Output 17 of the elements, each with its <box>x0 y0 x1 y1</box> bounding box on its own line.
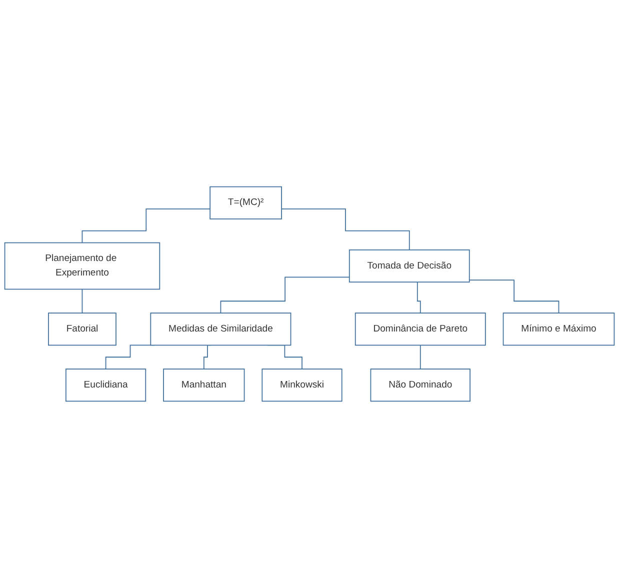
node-box: Tomada de Decisão <box>348 248 470 282</box>
node-box: Dominância de Pareto <box>354 312 486 346</box>
connector <box>82 288 83 313</box>
node-box: Manhattan <box>163 368 245 402</box>
connector <box>281 208 410 250</box>
node-box: Euclidiana <box>65 368 146 402</box>
node-box: Fatorial <box>48 312 116 346</box>
node-box: Medidas de Similaridade <box>150 312 292 346</box>
node-box: Mínimo e Máximo <box>502 312 615 346</box>
connector <box>420 344 421 369</box>
node-box: T=(MC)² <box>210 186 282 219</box>
connector <box>220 276 350 313</box>
node-box: Não Dominado <box>370 368 470 402</box>
node-box: Planejamento de Experimento <box>4 242 160 290</box>
connector <box>468 279 560 313</box>
node-box: Minkowski <box>262 368 342 402</box>
connector <box>82 208 211 243</box>
